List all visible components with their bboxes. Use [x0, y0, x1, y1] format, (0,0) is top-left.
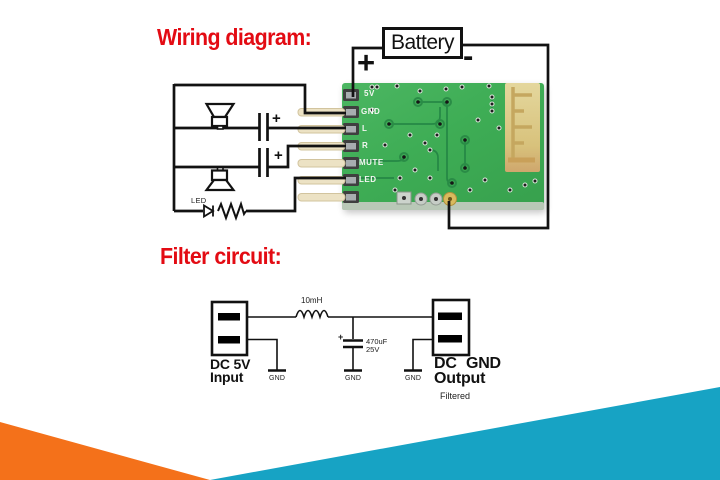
led-diagram-label: LED — [191, 196, 207, 205]
pin-label-mute: MUTE — [359, 158, 384, 167]
capacitor2-plus: + — [274, 147, 283, 164]
pcb-edge-strip — [342, 202, 544, 210]
resistor-icon — [217, 200, 247, 221]
battery-minus-sign: - — [463, 38, 474, 73]
output-connector — [431, 298, 471, 357]
right-channel-wire — [174, 144, 346, 169]
output-note: Filtered — [440, 391, 471, 401]
battery-plus-sign: + — [357, 45, 376, 80]
speaker1-icon — [204, 102, 236, 130]
input-connector — [210, 300, 249, 357]
battery-box: Battery — [382, 27, 463, 59]
cap-value-label: 470uF — [366, 337, 388, 346]
teal-triangle — [210, 387, 720, 480]
output-pin-top — [438, 312, 462, 320]
wiring-section-title: Wiring diagram: — [157, 24, 312, 50]
filter-circuit — [210, 298, 471, 372]
battery-positive-wire — [351, 46, 382, 97]
led-wire — [174, 176, 346, 213]
output-label-line1: DC GND — [434, 355, 501, 372]
antenna-icon — [505, 83, 540, 172]
input-label-line2: Input — [210, 369, 244, 385]
pcb-bottom-pads — [396, 191, 457, 206]
inductor-value-label: 10mH — [301, 296, 323, 305]
filter-section-title: Filter circuit: — [160, 243, 282, 269]
capacitor2-icon — [258, 148, 269, 177]
gnd-label-right: GND — [405, 375, 422, 382]
speaker2-icon — [204, 166, 236, 192]
gnd-label-left: GND — [269, 375, 286, 382]
capacitor1-plus: + — [272, 110, 281, 127]
pin-label-5v: 5V — [364, 89, 375, 98]
pcb-holes — [369, 83, 538, 193]
inductor-icon — [295, 309, 329, 320]
pcb-artwork — [342, 83, 544, 210]
pcb-left-pads — [343, 89, 359, 203]
header-pins-icon — [297, 108, 346, 202]
output-pin-bottom — [438, 335, 462, 343]
pin-label-r: R — [362, 141, 369, 150]
input-pin-bottom — [218, 336, 240, 344]
filter-capacitor-icon — [343, 339, 363, 349]
input-pin-top — [218, 313, 240, 321]
pin-label-gnd: GND — [361, 107, 381, 116]
input-label-line1: DC 5V — [210, 356, 251, 372]
orange-triangle — [0, 422, 210, 480]
pcb-board: 5V GND L R MUTE LED — [342, 83, 544, 210]
pin-label-l: L — [362, 124, 368, 133]
filter-cap-plus: + — [338, 332, 344, 342]
output-label-line2: Output — [434, 370, 486, 387]
gnd-label-mid: GND — [345, 375, 362, 382]
capacitor1-icon — [258, 113, 269, 141]
pcb-ringed-holes — [384, 97, 470, 188]
gnd-wire — [174, 83, 346, 115]
cap-voltage-label: 25V — [366, 345, 380, 354]
wiring-wires — [172, 43, 550, 230]
battery-negative-wire — [447, 43, 550, 230]
led-icon — [203, 203, 215, 219]
battery-label: Battery — [390, 31, 455, 54]
pin-label-led: LED — [359, 175, 377, 184]
